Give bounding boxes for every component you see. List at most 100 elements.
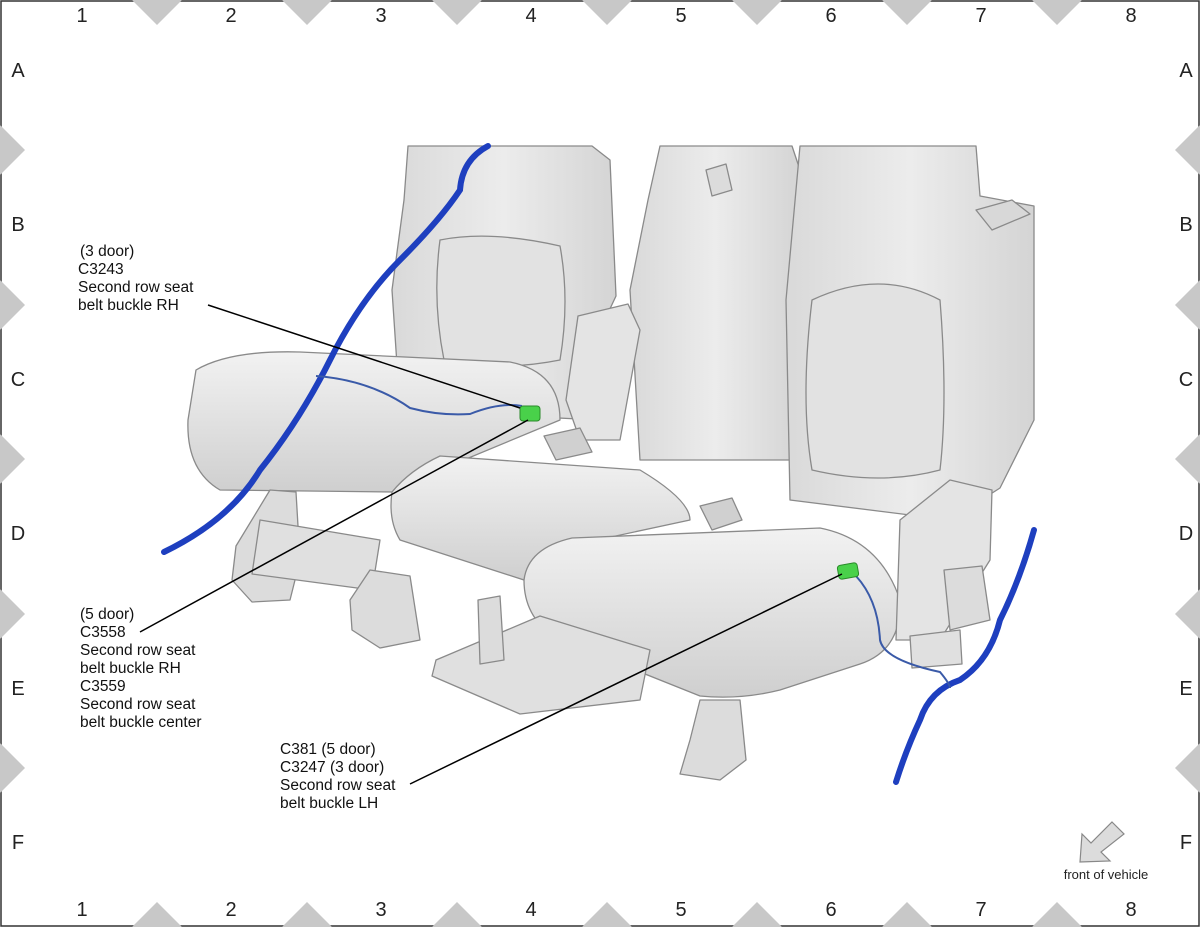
seat-leg-5 [477,595,505,665]
callout-rh-5door-line-4: belt buckle RH [80,660,181,677]
grid-col-4-top: 4 [525,5,536,27]
grid-col-7-top: 7 [975,5,986,27]
rh-buckle-stalk [543,427,593,461]
main-harness-left-side [893,527,1037,785]
seat-cushion-center [390,455,691,581]
grid-row-a-left: A [11,60,25,82]
border-marker-top-2 [282,0,332,25]
grid-row-b-right: B [1179,214,1192,236]
callout-lh: C381 (5 door) C3247 (3 door) Second row … [280,741,400,812]
headrest-latch [705,163,733,197]
seatback-left-hand-panel [805,283,945,479]
wire-lh-buckle [855,575,951,689]
wire-rh-buckle [315,375,523,416]
grid-row-a-right: A [1179,60,1193,82]
seat-bracket-3 [909,629,963,669]
callout-rh-3door: (3 door) C3243 Second row seat belt buck… [78,243,198,314]
border-marker-left-1 [0,125,25,175]
grid-row-labels-left: A B C D E F [11,60,26,854]
callout-rh-3door-line-2: C3243 [78,261,124,278]
callout-lh-line-4: belt buckle LH [280,795,378,812]
callout-rh-3door-line-1: (3 door) [80,243,134,260]
grid-col-6-top: 6 [825,5,836,27]
leader-lh [409,573,843,785]
grid-col-8-bottom: 8 [1125,899,1136,921]
main-harness-right-side [161,143,491,555]
grid-col-2-top: 2 [225,5,236,27]
grid-col-6-bottom: 6 [825,899,836,921]
connector-c381-c3247 [836,562,860,580]
grid-row-d-right: D [1179,523,1193,545]
front-of-vehicle-label: front of vehicle [1064,867,1149,882]
bolster-right [565,303,641,441]
grid-col-2-bottom: 2 [225,899,236,921]
border-marker-top-5 [732,0,782,25]
grid-row-e-left: E [11,678,24,700]
grid-row-e-right: E [1179,678,1192,700]
callout-rh-5door-line-2: C3558 [80,624,126,641]
grid-row-f-right: F [1180,832,1192,854]
callout-rh-5door-line-1: (5 door) [80,606,134,623]
grid-col-7-bottom: 7 [975,899,986,921]
callout-rh-5door-line-7: belt buckle center [80,714,202,731]
border-marker-right-1 [1175,125,1200,175]
grid-row-d-left: D [11,523,25,545]
border-marker-left-3 [0,434,25,484]
border-marker-bottom-1 [132,902,182,927]
grid-column-labels-bottom: 1 2 3 4 5 6 7 8 [76,899,1136,921]
connector-c3243-c3558 [519,405,541,422]
callout-rh-3door-line-4: belt buckle RH [78,297,179,314]
leader-rh-5door [139,419,529,633]
border-marker-top-3 [432,0,482,25]
second-row-seat-illustration [187,145,1035,781]
seat-leg-3 [679,699,747,781]
grid-column-labels-top: 1 2 3 4 5 6 7 8 [76,5,1136,27]
seatback-center [629,145,801,461]
border-marker-top-1 [132,0,182,25]
seat-leg-4 [943,565,991,631]
grid-row-c-right: C [1179,369,1193,391]
headrest-pad [975,199,1031,231]
callout-lh-line-2: C3247 (3 door) [280,759,384,776]
border-marker-bottom-6 [882,902,932,927]
center-buckle-stalk [699,497,743,531]
callout-lh-line-3: Second row seat [280,777,396,794]
leader-rh-3door [207,304,521,409]
grid-row-b-left: B [11,214,24,236]
grid-col-1-bottom: 1 [76,899,87,921]
border-marker-bottom-3 [432,902,482,927]
grid-col-5-top: 5 [675,5,686,27]
seatback-right-hand-panel [436,235,566,367]
border-marker-top-6 [882,0,932,25]
grid-row-f-left: F [12,832,24,854]
callout-rh-5door-line-3: Second row seat [80,642,196,659]
border-marker-right-3 [1175,434,1200,484]
border-marker-bottom-4 [582,902,632,927]
border-marker-right-2 [1175,280,1200,330]
callout-lh-line-1: C381 (5 door) [280,741,376,758]
border-marker-bottom-2 [282,902,332,927]
border-marker-top-4 [582,0,632,25]
border-marker-left-2 [0,280,25,330]
grid-row-c-left: C [11,369,25,391]
bolster-left [895,479,993,641]
border-marker-right-5 [1175,743,1200,793]
grid-col-3-bottom: 3 [375,899,386,921]
grid-col-8-top: 8 [1125,5,1136,27]
callout-rh-5door-line-5: C3559 [80,678,126,695]
grid-row-labels-right: A B C D E F [1179,60,1194,854]
border-marker-bottom-5 [732,902,782,927]
grid-col-3-top: 3 [375,5,386,27]
callout-rh-5door: (5 door) C3558 Second row seat belt buck… [80,606,202,731]
callout-rh-5door-line-6: Second row seat [80,696,196,713]
border-marker-right-4 [1175,589,1200,639]
front-of-vehicle-arrow-icon [1079,821,1125,863]
border-marker-left-4 [0,589,25,639]
border-marker-bottom-7 [1032,902,1082,927]
grid-col-1-top: 1 [76,5,87,27]
border-marker-left-5 [0,743,25,793]
seat-leg-2 [349,569,421,649]
grid-col-5-bottom: 5 [675,899,686,921]
